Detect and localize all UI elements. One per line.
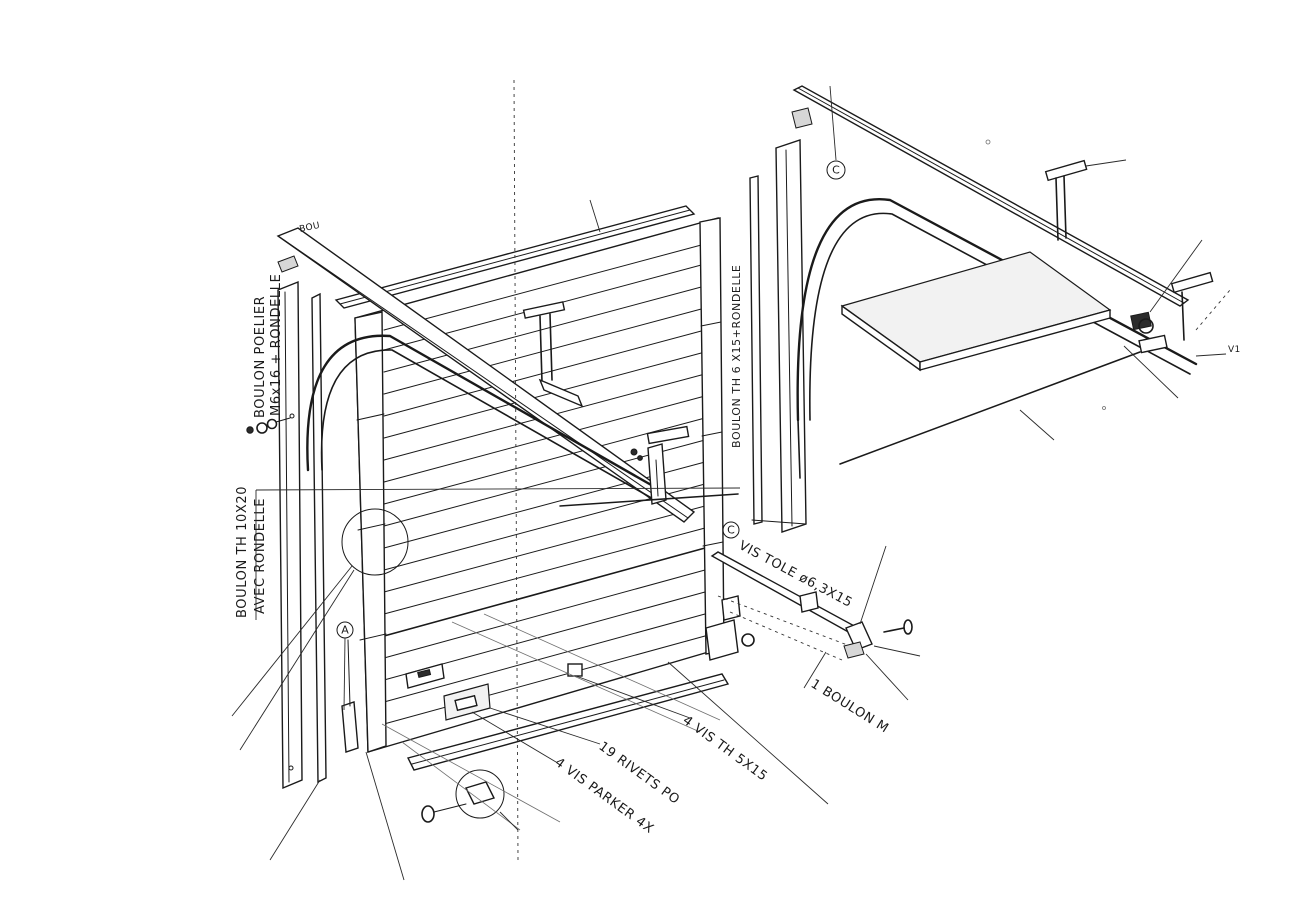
right-top-rail [792,85,1190,307]
curved-track-left [306,334,662,501]
lower-right-hardware [710,545,921,701]
side-bracket [630,425,690,505]
right-assembly: V1 C [749,85,1241,533]
end-bracket-right [1170,271,1231,341]
v1-label: V1 [1228,345,1241,355]
torsion-shaft-left [559,493,739,507]
callout-a-label: A [341,624,349,637]
left-frame-post [277,255,327,790]
torsion-shaft-right [839,351,1141,465]
rail-clip [799,591,819,613]
spring-panel [840,251,1112,372]
left-assembly: BOU [231,79,829,881]
label-un-boulon: 1 BOULON M [808,677,891,737]
hanger-bracket-top [522,301,584,408]
callout-c-left-label: C [727,524,735,537]
bou-label: BOU [299,221,322,235]
right-vertical-post [749,107,813,533]
left-stile [354,311,387,753]
detail-circle-left [341,508,409,576]
detail-circle-bottom [455,769,505,819]
spring-drum: V1 [1123,239,1241,399]
label-avec-rondelle: AVEC RONDELLE [253,498,268,614]
label-boulon-th-10x20: BOULON TH 10X20 [235,486,250,618]
lock-plate [405,663,583,721]
bottom-rail [406,673,730,771]
hinge-bracket [845,621,873,651]
callout-c-left: C [722,521,740,539]
label-boulon-th-6x15: BOULON TH 6 X15+RONDELLE [730,265,743,448]
curved-track-right [796,198,1198,479]
bottom-right-bracket [705,595,755,661]
callout-c-right-label: C [832,164,840,177]
roller-bolt [883,619,913,635]
bottom-left-bracket [341,639,359,753]
door-panel [354,217,725,753]
top-block [791,107,813,129]
poelier-bolt-set [246,413,295,434]
callout-c-right: C [826,160,846,180]
label-boulon-poelier-spec: M6x16 + RONDELLE [269,274,284,416]
hanger-bracket-right [1044,159,1127,241]
bottom-fastener [421,769,505,823]
top-bracket-left [277,255,299,273]
label-quatre-vis-th: 4 VIS TH 5X15 [680,713,770,784]
label-boulon-poelier: BOULON POELIER [253,296,268,418]
callout-a: A [336,621,354,711]
